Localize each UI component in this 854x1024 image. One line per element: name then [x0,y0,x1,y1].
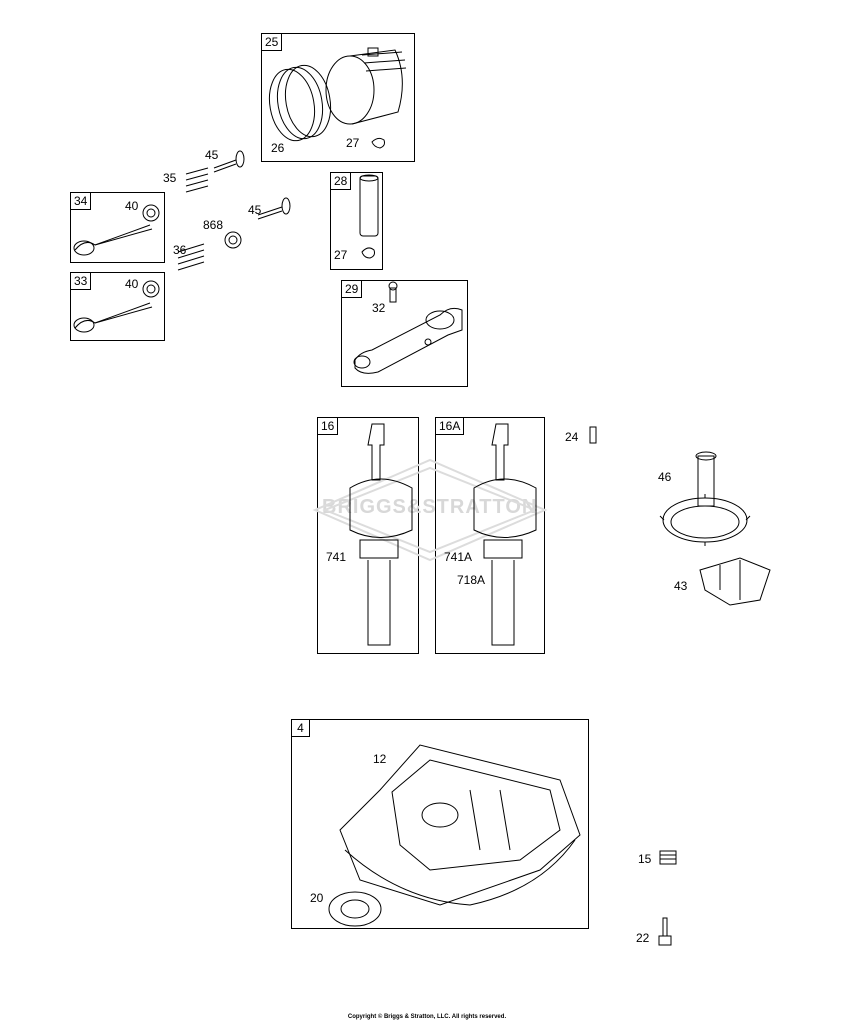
callout-27-piston: 27 [346,136,360,150]
callout-15: 15 [638,852,652,866]
callout-27-pin: 27 [334,248,348,262]
group-box-28: 28 [330,172,383,270]
connecting-rod [353,281,463,374]
oil-seal [328,891,382,927]
group-box-33: 33 [70,272,165,341]
callout-741: 741 [326,550,347,564]
crankshafts [349,423,537,646]
callout-45-lower: 45 [248,203,262,217]
key-part [589,426,597,444]
group-box-29: 29 [341,280,468,387]
callout-12: 12 [373,752,387,766]
cam-gear [659,451,751,546]
bolt-part [658,917,672,946]
callout-22: 22 [636,931,650,945]
callout-20: 20 [310,891,324,905]
callout-32: 32 [372,301,386,315]
copyright-notice: Copyright © Briggs & Stratton, LLC. All … [347,1014,507,1020]
callout-868: 868 [203,218,224,232]
group-number-16a: 16A [436,418,465,435]
callout-24: 24 [565,430,579,444]
callout-45-upper: 45 [205,148,219,162]
group-box-4: 4 [291,719,589,929]
group-number-4: 4 [292,720,310,737]
group-number-29: 29 [342,281,363,298]
group-box-16: 16 [317,417,419,654]
governor-arm [699,557,771,606]
group-number-25: 25 [262,34,283,51]
callout-40-lower: 40 [125,277,139,291]
callout-46: 46 [658,470,672,484]
group-box-34: 34 [70,192,165,263]
springs-tappets [177,150,291,271]
watermark-emblem [312,458,548,562]
group-number-33: 33 [71,273,92,290]
callout-718a: 718A [457,573,486,587]
drain-plug [659,850,677,865]
callout-35: 35 [163,171,177,185]
crankcase [339,744,581,906]
watermark-logo: BRIGGS&STRATTON [322,496,538,518]
group-number-16: 16 [318,418,339,435]
group-box-16a: 16A [435,417,545,654]
group-box-25: 25 [261,33,415,162]
callout-36: 36 [173,243,187,257]
callout-741a: 741A [444,550,473,564]
callout-26: 26 [271,141,285,155]
piston-pin [359,174,379,259]
callout-43: 43 [674,579,688,593]
group-number-34: 34 [71,193,92,210]
group-number-28: 28 [331,173,352,190]
callout-40-upper: 40 [125,199,139,213]
valves [73,204,160,333]
piston-assembly [268,47,407,149]
